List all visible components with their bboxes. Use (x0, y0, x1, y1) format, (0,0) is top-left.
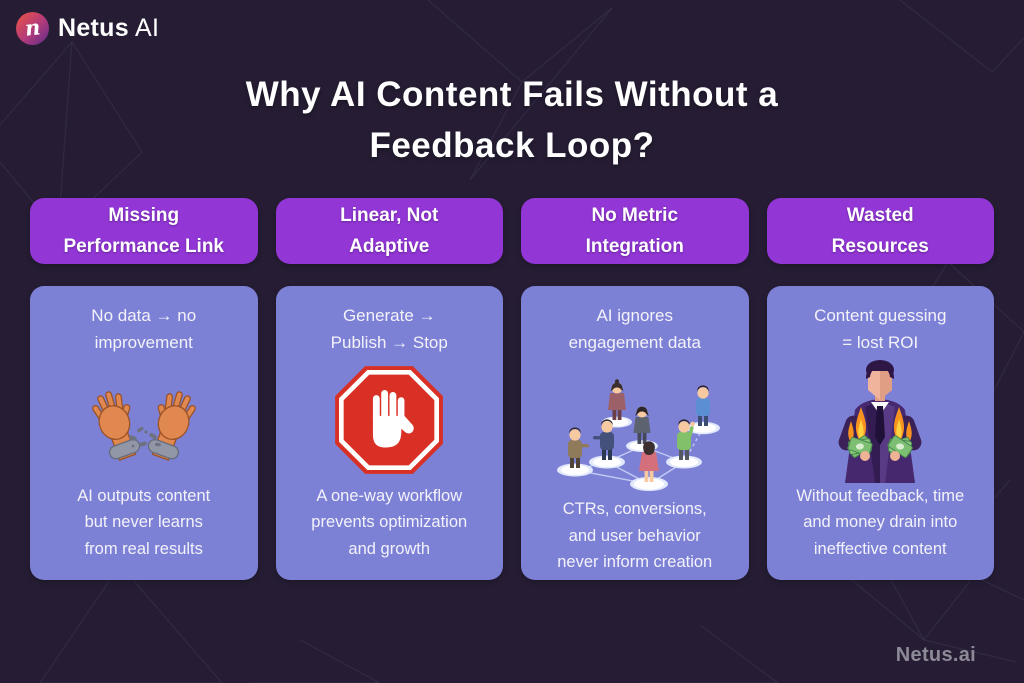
card-top-text: AI ignores engagement data (568, 306, 701, 353)
page-title: Why AI Content Fails Without a Feedback … (245, 75, 779, 165)
column-card: No data → no improvement (30, 286, 258, 580)
column-header-badge: Missing Performance Link (30, 198, 258, 264)
netus-logo-icon: n (16, 12, 49, 45)
column-header-badge: Wasted Resources (766, 198, 994, 264)
netus-ai-watermark: Netus.ai (895, 644, 976, 666)
column-header-badge: No Metric Integration (521, 198, 749, 264)
columns-container: Missing Performance Link No data → no im… (30, 198, 994, 580)
column-missing-performance-link: Missing Performance Link No data → no im… (30, 198, 258, 580)
logo-name-secondary: AI (134, 14, 160, 42)
card-top-text: Content guessing = lost ROI (814, 306, 947, 353)
card-bottom-text: CTRs, conversions, and user behavior nev… (557, 500, 713, 572)
column-wasted-resources: Wasted Resources Content guessing = lost… (766, 198, 994, 580)
column-no-metric-integration: No Metric Integration (521, 198, 749, 580)
column-header-badge: Linear, Not Adaptive (275, 198, 503, 264)
column-card: Generate → Publish → Stop (275, 286, 503, 580)
card-top-text: No data → no improvement (91, 306, 197, 353)
column-linear-not-adaptive: Linear, Not Adaptive Generate → Publish … (275, 198, 503, 580)
people-network-illustration (545, 356, 725, 496)
card-bottom-text: Without feedback, time and money drain i… (796, 486, 965, 558)
column-card: Content guessing = lost ROI (766, 286, 994, 580)
card-bottom-text: AI outputs content but never learns from… (77, 486, 211, 558)
stop-hand-sign-illustration (332, 359, 446, 481)
broken-handcuffs-illustration (69, 359, 219, 481)
card-top-text: Generate → Publish → Stop (330, 306, 448, 353)
burning-money-illustration (814, 359, 946, 483)
card-bottom-text: A one-way workflow prevents optimization… (311, 486, 468, 558)
column-card: AI ignores engagement data CTRs, convers… (521, 286, 749, 580)
logo-name-primary: Netus (58, 14, 129, 42)
logo-n-glyph: n (23, 14, 42, 41)
